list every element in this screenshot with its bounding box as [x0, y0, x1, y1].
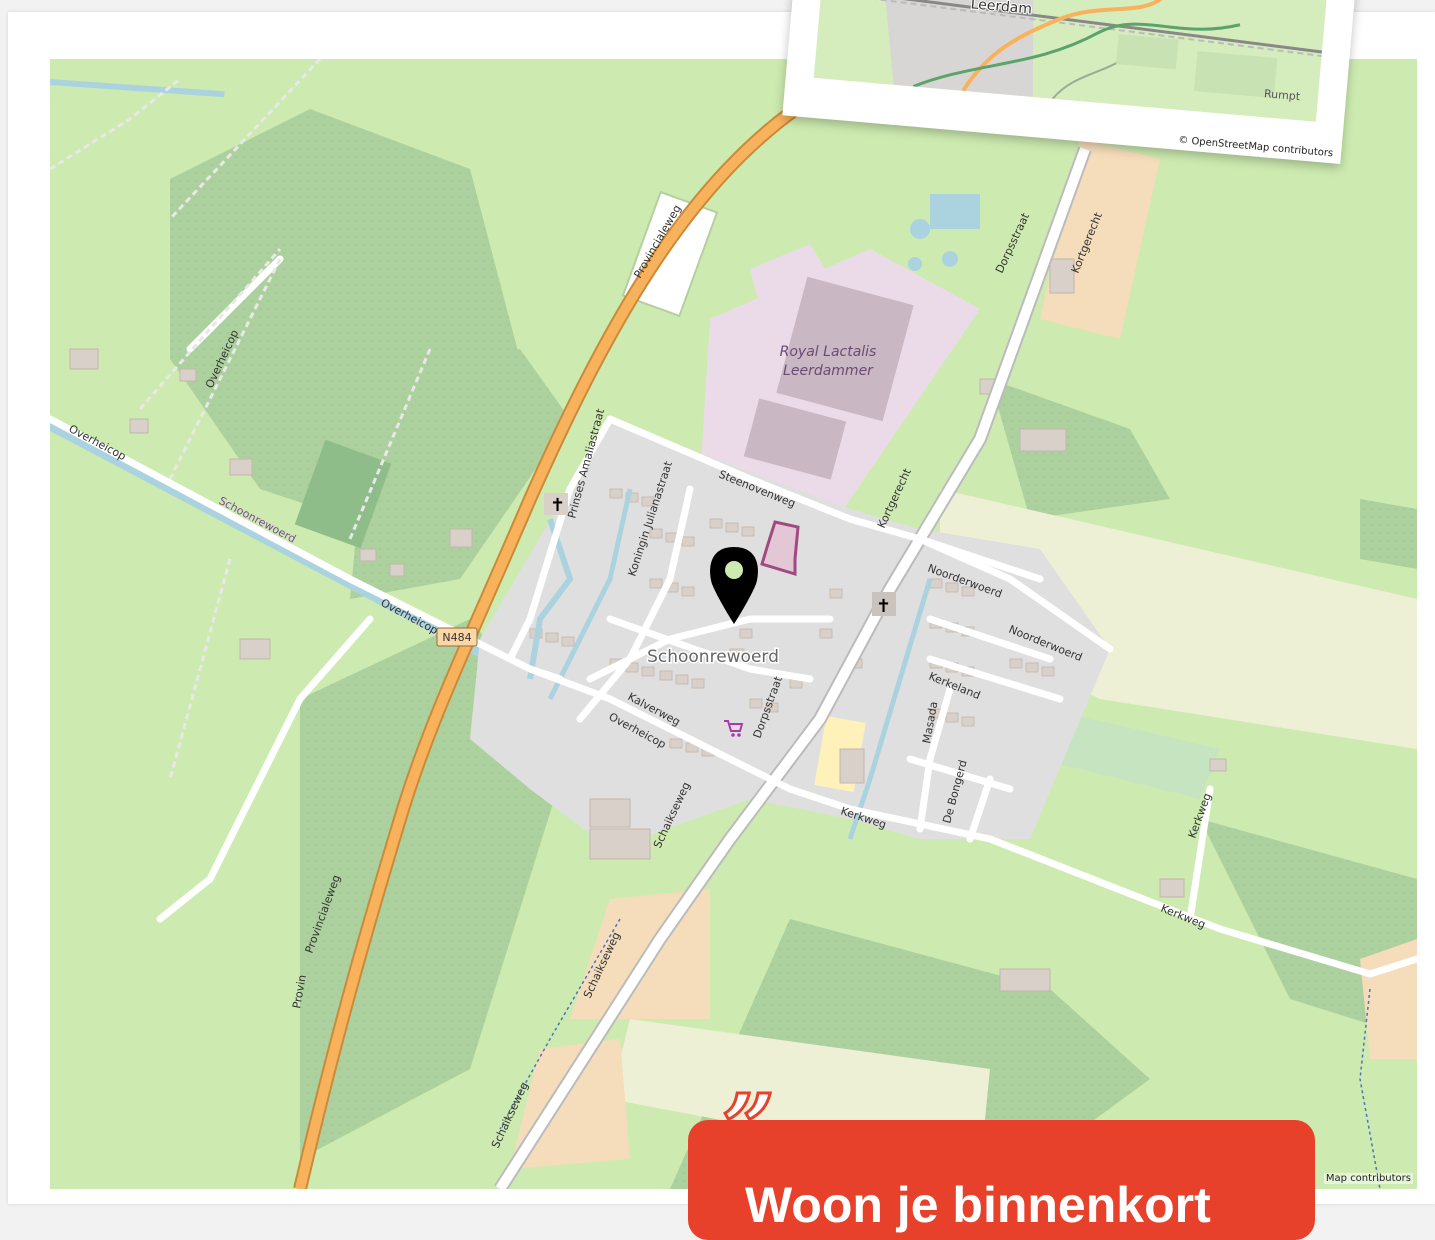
church-icon: ✝	[544, 493, 568, 516]
map-card: ✝ ✝ Provincialeweg Provincialeweg Provin…	[8, 12, 1435, 1204]
inset-map-photo: Leerdam Rumpt © OpenStreetMap contributo…	[782, 0, 1358, 165]
provincialeweg-road	[295, 94, 813, 1189]
map-pin-icon[interactable]	[710, 547, 758, 624]
map-view[interactable]: ✝ ✝ Provincialeweg Provincialeweg Provin…	[50, 59, 1417, 1189]
shop-icon	[724, 720, 744, 737]
svg-text:✝: ✝	[876, 596, 891, 617]
street-label: Provin	[290, 974, 309, 1010]
map-canvas: ✝ ✝ Provincialeweg Provincialeweg Provin…	[50, 59, 1417, 1189]
quote-title: Woon je binnenkort	[745, 1177, 1211, 1233]
field-area	[940, 489, 1417, 749]
svg-text:N484: N484	[442, 631, 471, 644]
village-label: Schoonrewoerd	[647, 647, 779, 667]
factory-label: Royal Lactalis	[780, 344, 877, 360]
svg-text:✝: ✝	[550, 495, 565, 516]
inset-place-label: Rumpt	[1263, 87, 1301, 103]
church-icon: ✝	[872, 592, 896, 617]
map-attribution[interactable]: Map contributors	[1323, 1173, 1413, 1184]
inset-map: Leerdam Rumpt	[813, 0, 1329, 122]
factory-label: Leerdammer	[783, 363, 874, 379]
dorpsstraat-road	[495, 147, 1090, 1189]
residential-area	[470, 419, 1110, 849]
road-shield: N484	[436, 627, 478, 647]
quote-mark-icon: ”	[721, 1074, 777, 1182]
